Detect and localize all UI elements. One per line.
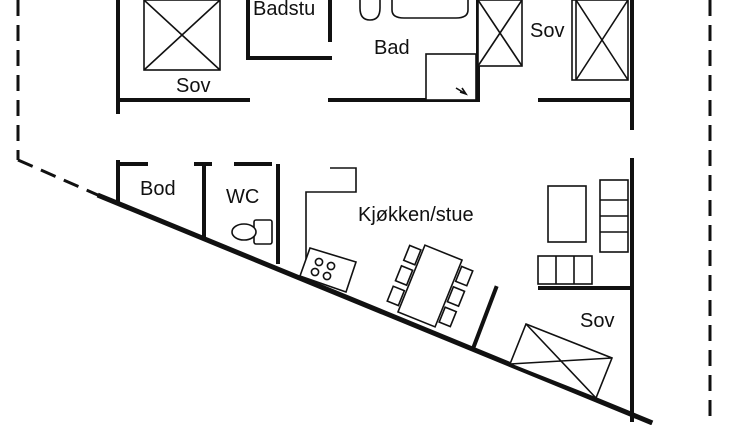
- room-label-kitchen-living: Kjøkken/stue: [358, 204, 474, 226]
- lower-walls: [116, 158, 634, 422]
- wardrobe-top-right: [571, 0, 629, 81]
- room-label-bedroom-top-right: Sov: [530, 20, 564, 42]
- room-label-sauna: Badstu: [253, 0, 315, 20]
- room-label-storage: Bod: [140, 178, 176, 200]
- bathroom-fixtures: [359, 0, 477, 101]
- wardrobe-top-middle: [477, 0, 523, 67]
- room-label-bedroom-top-left: Sov: [176, 75, 210, 97]
- dining-set: [386, 244, 474, 328]
- exterior-outline: [16, 0, 712, 425]
- diagonal-exterior-wall: [96, 192, 654, 425]
- room-label-toilet: WC: [226, 186, 259, 208]
- room-label-bathroom: Bad: [374, 37, 410, 59]
- bed-bottom-right: [508, 322, 614, 400]
- room-label-bedroom-bottom-right: Sov: [580, 310, 614, 332]
- stove: [298, 247, 358, 294]
- living-furniture: [537, 179, 629, 285]
- bed-top-left: [143, 0, 221, 71]
- toilet: [231, 219, 273, 245]
